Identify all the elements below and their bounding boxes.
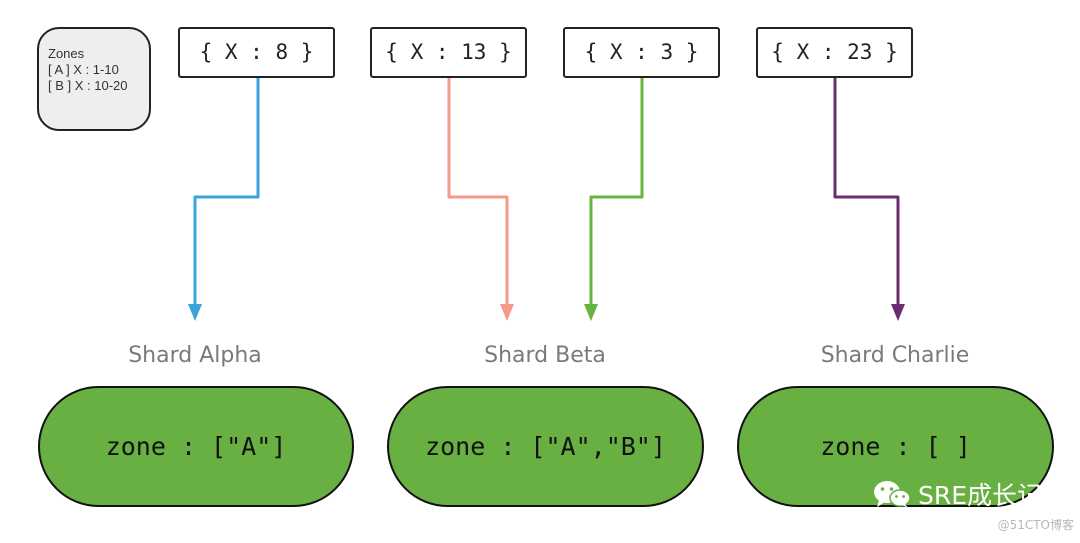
shard-beta-zone: zone : ["A","B"] — [425, 432, 666, 461]
shard-charlie-title: Shard Charlie — [820, 343, 970, 368]
watermark: SRE成长记 — [872, 476, 1042, 512]
arrowhead-x8 — [188, 304, 202, 321]
document-x3: { X : 3 } — [563, 27, 720, 78]
document-x23: { X : 23 } — [756, 27, 913, 78]
arrowhead-x23 — [891, 304, 905, 321]
connector-x13-to-beta — [447, 78, 509, 306]
shard-beta-title: Shard Beta — [484, 343, 606, 368]
source-watermark: @51CTO博客 — [997, 518, 1074, 532]
wechat-icon — [872, 479, 912, 509]
legend-zone-a: [ A ] X : 1-10 — [48, 62, 119, 77]
legend-zone-b: [ B ] X : 10-20 — [48, 78, 128, 93]
document-x13: { X : 13 } — [370, 27, 527, 78]
watermark-text: SRE成长记 — [917, 481, 1042, 510]
shard-beta-node: zone : ["A","B"] — [387, 386, 704, 507]
shard-charlie-zone: zone : [ ] — [820, 432, 971, 461]
legend-title: Zones — [48, 46, 85, 61]
connector-x8-to-alpha — [193, 78, 260, 306]
arrowhead-x3 — [584, 304, 598, 321]
document-x8: { X : 8 } — [178, 27, 335, 78]
connector-x23-to-charlie — [833, 78, 900, 306]
arrowhead-x13 — [500, 304, 514, 321]
zones-legend: Zones [ A ] X : 1-10 [ B ] X : 10-20 — [37, 27, 151, 131]
shard-alpha-node: zone : ["A"] — [38, 386, 354, 507]
connector-x3-to-beta — [589, 78, 644, 306]
shard-alpha-zone: zone : ["A"] — [105, 432, 287, 461]
shard-alpha-title: Shard Alpha — [128, 343, 262, 368]
